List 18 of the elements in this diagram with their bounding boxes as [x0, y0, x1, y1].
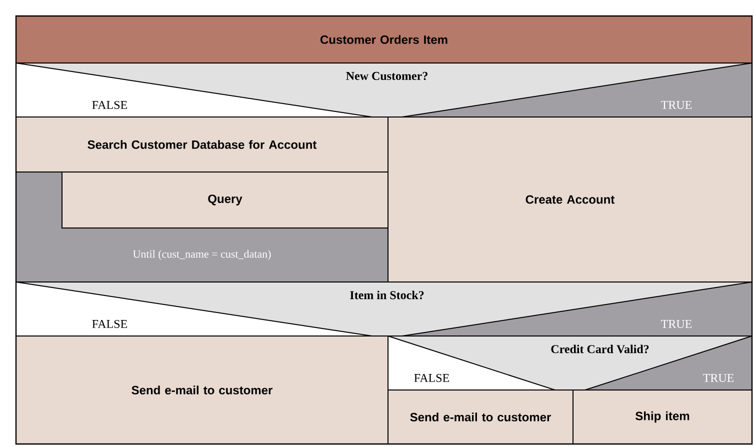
process-box: Create Account — [388, 116, 752, 282]
decision-band — [16, 62, 752, 118]
condition-text: New Customer? — [346, 72, 428, 80]
process-box: Search Customer Database for Account — [16, 116, 388, 172]
branch-label: TRUE — [661, 101, 692, 109]
process-box: Query — [62, 172, 388, 228]
process-box: Ship item — [572, 390, 752, 444]
branch-label: FALSE — [414, 374, 450, 382]
branch-label: FALSE — [92, 100, 128, 110]
title-band: Customer Orders Item — [16, 16, 752, 64]
branch-label: FALSE — [92, 320, 128, 328]
decision-band — [388, 336, 752, 390]
process-box: Send e-mail to customer — [388, 390, 574, 444]
loop-condition: Until (cust_name = cust_datan) — [133, 250, 271, 260]
branch-label: TRUE — [703, 374, 734, 382]
condition-text: Item in Stock? — [350, 290, 424, 300]
condition-text: Credit Card Valid? — [551, 344, 649, 354]
branch-label: TRUE — [661, 320, 692, 328]
